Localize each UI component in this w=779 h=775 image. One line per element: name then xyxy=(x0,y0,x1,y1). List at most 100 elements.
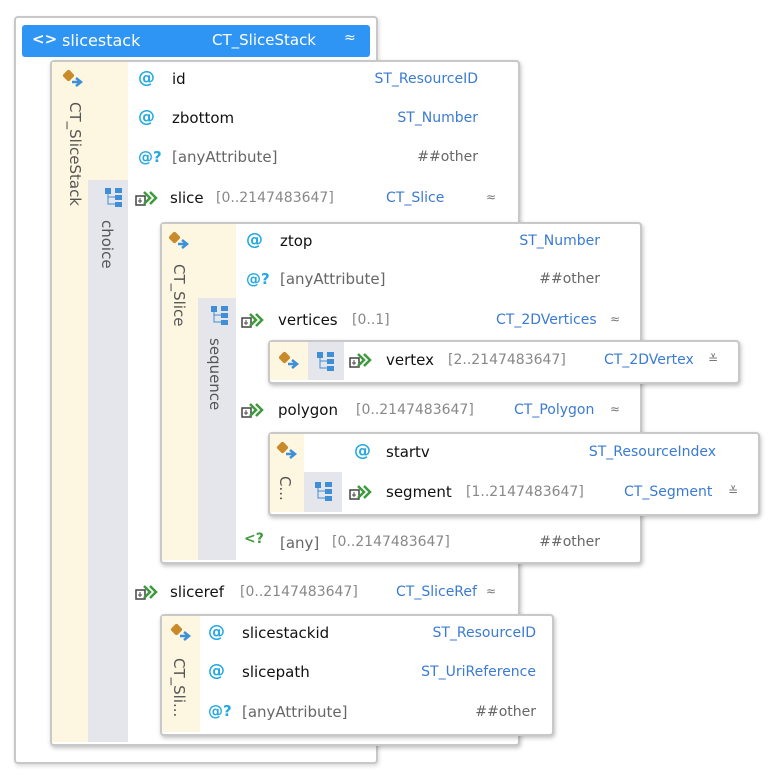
choice-icon xyxy=(104,186,124,212)
sliceref-element-row[interactable]: sliceref [0..2147483647] CT_SliceRef ≈ xyxy=(128,580,508,606)
attribute-name: [anyAttribute] xyxy=(172,148,278,166)
collapse-icon[interactable]: ≈ xyxy=(610,312,621,326)
polygon-element-row[interactable]: polygon [0..2147483647] CT_Polygon ≈ xyxy=(236,398,626,424)
attribute-row-zbottom[interactable]: @ zbottom ST_Number xyxy=(128,107,508,133)
attribute-name: startv xyxy=(386,443,430,461)
slice-element-row[interactable]: slice [0..2147483647] CT_Slice ≈ xyxy=(128,186,508,212)
slicestack-type: CT_SliceStack xyxy=(212,31,316,49)
element-ref-icon xyxy=(134,582,158,606)
complex-type-icon xyxy=(278,350,300,376)
sequence-compositor-bar xyxy=(308,342,344,380)
segment-name: segment xyxy=(386,483,452,501)
ct-polygon-box xyxy=(268,432,760,516)
polygon-name: polygon xyxy=(278,401,338,419)
any-element-icon: <? xyxy=(244,531,264,547)
attribute-row-slicestackid[interactable]: @ slicestackid ST_ResourceID xyxy=(200,622,546,648)
vertices-element-row[interactable]: vertices [0..1] CT_2DVertices ≈ xyxy=(236,308,626,334)
polygon-type: CT_Polygon xyxy=(514,402,595,418)
vertex-occurs: [2..2147483647] xyxy=(448,352,566,368)
any-element-row[interactable]: <? [any] [0..2147483647] ##other xyxy=(236,530,626,556)
element-ref-icon xyxy=(134,188,158,212)
collapse-icon[interactable]: ≈ xyxy=(344,30,356,46)
collapse-icon[interactable]: ≈ xyxy=(486,584,497,598)
ct-slice-label: CT_Slice xyxy=(170,264,188,327)
attribute-type: ST_UriReference xyxy=(421,664,536,680)
collapse-icon[interactable]: ≈ xyxy=(610,402,621,416)
attribute-icon: @ xyxy=(138,107,155,127)
ct-sliceref-label: CT_Sli... xyxy=(170,658,188,718)
choice-compositor-bar: choice xyxy=(88,180,128,742)
ct-slicestack-label: CT_SliceStack xyxy=(66,102,84,206)
slicestack-name: slicestack xyxy=(62,31,141,50)
sequence-icon xyxy=(316,350,336,376)
slicestack-element-header[interactable]: <> slicestack CT_SliceStack ≈ xyxy=(22,25,370,57)
attribute-name: id xyxy=(172,70,186,88)
element-icon: <> xyxy=(32,30,58,48)
collapse-icon[interactable]: ≈ xyxy=(486,190,497,204)
attribute-row-anyattribute[interactable]: @? [anyAttribute] ##other xyxy=(128,146,508,172)
any-name: [any] xyxy=(280,534,320,552)
attribute-type: ST_ResourceID xyxy=(432,625,536,641)
attribute-icon: @ xyxy=(208,661,225,681)
sequence-compositor-bar xyxy=(304,472,342,512)
element-ref-icon xyxy=(348,350,372,374)
attribute-name: zbottom xyxy=(172,109,235,127)
expand-icon[interactable]: ≚ xyxy=(728,484,739,498)
attribute-name: [anyAttribute] xyxy=(242,703,348,721)
attribute-name: ztop xyxy=(280,232,313,250)
segment-type: CT_Segment xyxy=(624,484,713,500)
slice-occurs: [0..2147483647] xyxy=(216,190,334,206)
sliceref-type: CT_SliceRef xyxy=(396,584,477,600)
sequence-label: sequence xyxy=(206,338,224,411)
attribute-type: ST_ResourceID xyxy=(374,71,478,87)
any-occurs: [0..2147483647] xyxy=(332,534,450,550)
vertices-occurs: [0..1] xyxy=(352,312,390,328)
ct-sliceref-box xyxy=(160,614,554,736)
any-attribute-icon: @? xyxy=(138,148,162,166)
attribute-type: ST_Number xyxy=(397,110,478,126)
vertex-element-row[interactable]: vertex [2..2147483647] CT_2DVertex ≚ xyxy=(344,348,734,374)
attribute-name: slicestackid xyxy=(242,624,330,642)
element-ref-icon xyxy=(240,310,264,334)
attribute-type: ##other xyxy=(539,271,600,287)
sliceref-occurs: [0..2147483647] xyxy=(240,584,358,600)
complex-type-icon xyxy=(168,230,190,256)
attribute-icon: @ xyxy=(138,68,155,88)
attribute-row-anyattribute[interactable]: @? [anyAttribute] ##other xyxy=(200,700,546,726)
attribute-type: ##other xyxy=(417,149,478,165)
any-type: ##other xyxy=(539,534,600,550)
slice-name: slice xyxy=(170,189,204,207)
attribute-type: ST_ResourceIndex xyxy=(588,444,716,460)
choice-label: choice xyxy=(98,220,116,269)
complex-type-icon xyxy=(170,622,192,648)
element-ref-icon xyxy=(348,482,372,506)
attribute-icon: @ xyxy=(246,230,263,250)
vertex-name: vertex xyxy=(386,351,434,369)
complex-type-icon xyxy=(276,440,298,466)
attribute-row-anyattribute[interactable]: @? [anyAttribute] ##other xyxy=(236,268,626,294)
attribute-type: ST_Number xyxy=(519,233,600,249)
segment-element-row[interactable]: segment [1..2147483647] CT_Segment ≚ xyxy=(342,480,752,506)
vertices-name: vertices xyxy=(278,311,338,329)
ct-2dvertices-box xyxy=(268,340,740,384)
any-attribute-icon: @? xyxy=(246,270,270,288)
any-attribute-icon: @? xyxy=(208,702,232,720)
sequence-icon xyxy=(210,304,230,330)
expand-icon[interactable]: ≚ xyxy=(708,352,719,366)
element-ref-icon xyxy=(240,400,264,424)
attribute-icon: @ xyxy=(208,622,225,642)
polygon-occurs: [0..2147483647] xyxy=(356,402,474,418)
slice-type: CT_Slice xyxy=(386,190,445,206)
attribute-row-ztop[interactable]: @ ztop ST_Number xyxy=(236,230,626,256)
ct-polygon-label: C... xyxy=(276,476,294,501)
attribute-row-startv[interactable]: @ startv ST_ResourceIndex xyxy=(342,441,742,467)
attribute-icon: @ xyxy=(354,441,371,461)
ct-2dvertices-label-column xyxy=(270,342,308,380)
sequence-compositor-bar: sequence xyxy=(198,298,236,560)
attribute-name: [anyAttribute] xyxy=(280,270,386,288)
vertex-type: CT_2DVertex xyxy=(604,352,694,368)
ct-sliceref-label-column: CT_Sli... xyxy=(162,616,200,732)
attribute-row-id[interactable]: @ id ST_ResourceID xyxy=(128,68,508,94)
attribute-row-slicepath[interactable]: @ slicepath ST_UriReference xyxy=(200,661,546,687)
attribute-name: slicepath xyxy=(242,663,310,681)
